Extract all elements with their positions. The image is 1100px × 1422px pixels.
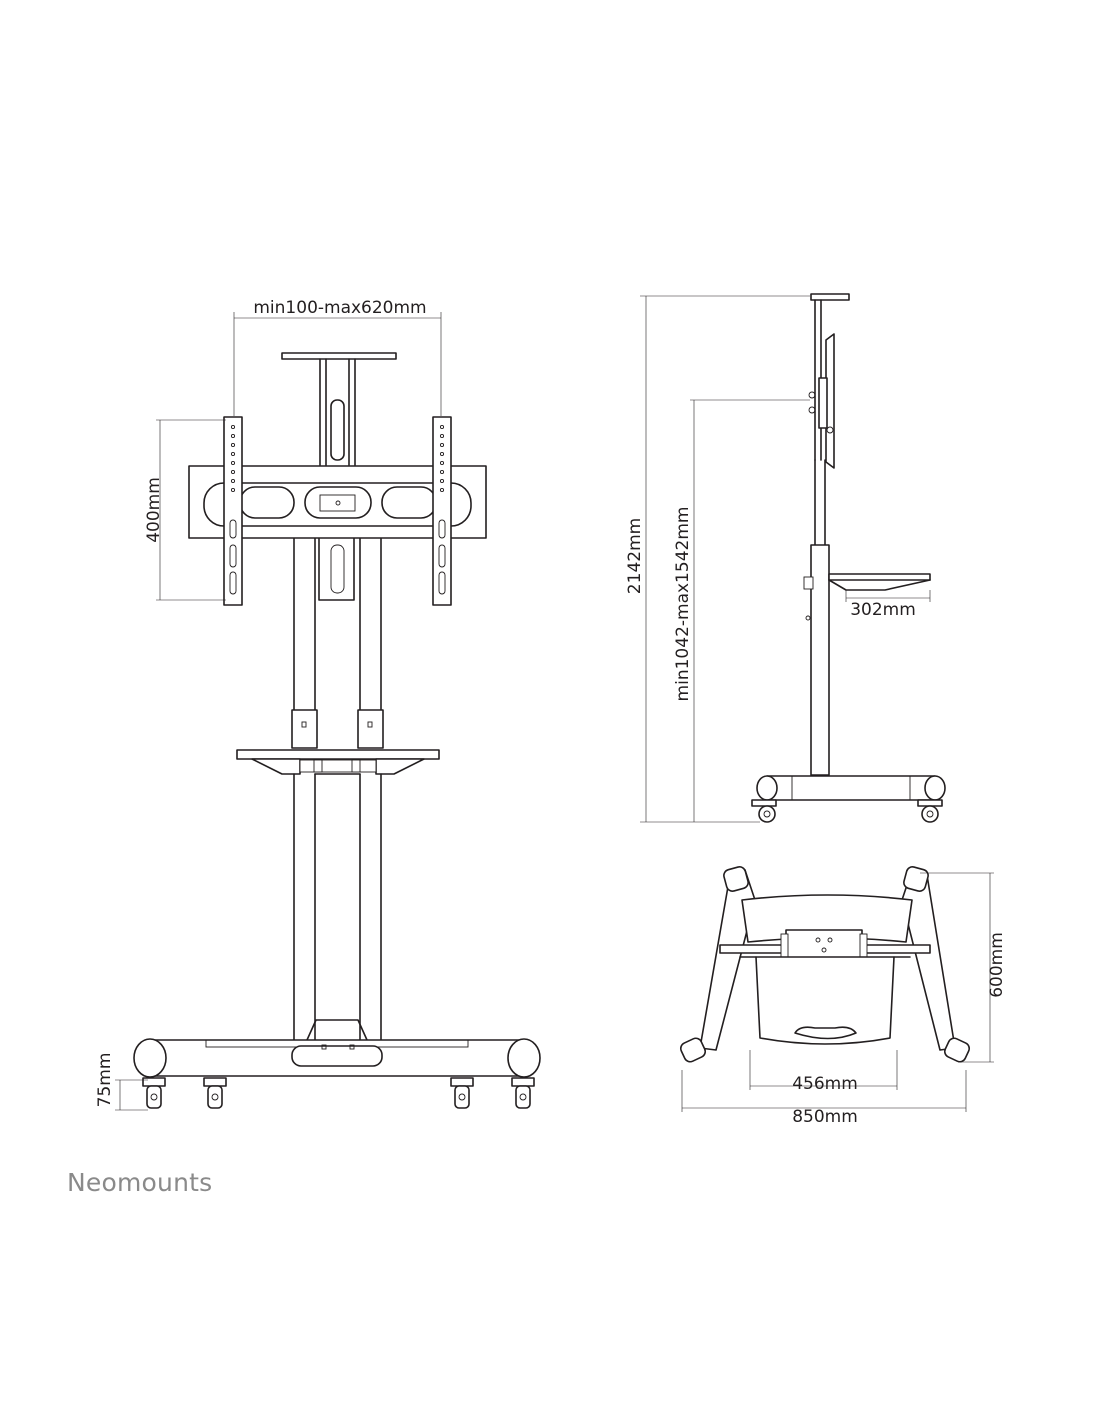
- dim-mount-height-range: min1042-max1542mm: [673, 507, 693, 702]
- caster-front-4: [511, 1077, 535, 1109]
- caster-front-2: [203, 1077, 227, 1109]
- dim-base-depth: 600mm: [987, 932, 1007, 998]
- dim-inner-width: 456mm: [792, 1074, 858, 1094]
- dim-vesa-height: 400mm: [144, 477, 164, 543]
- dim-base-width: 850mm: [792, 1107, 858, 1127]
- top-view: [679, 866, 994, 1112]
- caster-front-3: [450, 1077, 474, 1109]
- dim-vesa-width: min100-max620mm: [253, 298, 426, 318]
- brand-logo: Neomounts: [67, 1168, 213, 1197]
- side-view: [640, 293, 946, 823]
- dim-wheel-height: 75mm: [95, 1053, 115, 1108]
- dim-total-height: 2142mm: [625, 518, 645, 594]
- dim-shelf-depth: 302mm: [850, 600, 916, 620]
- caster-front-1: [142, 1077, 166, 1109]
- front-view: [115, 312, 541, 1111]
